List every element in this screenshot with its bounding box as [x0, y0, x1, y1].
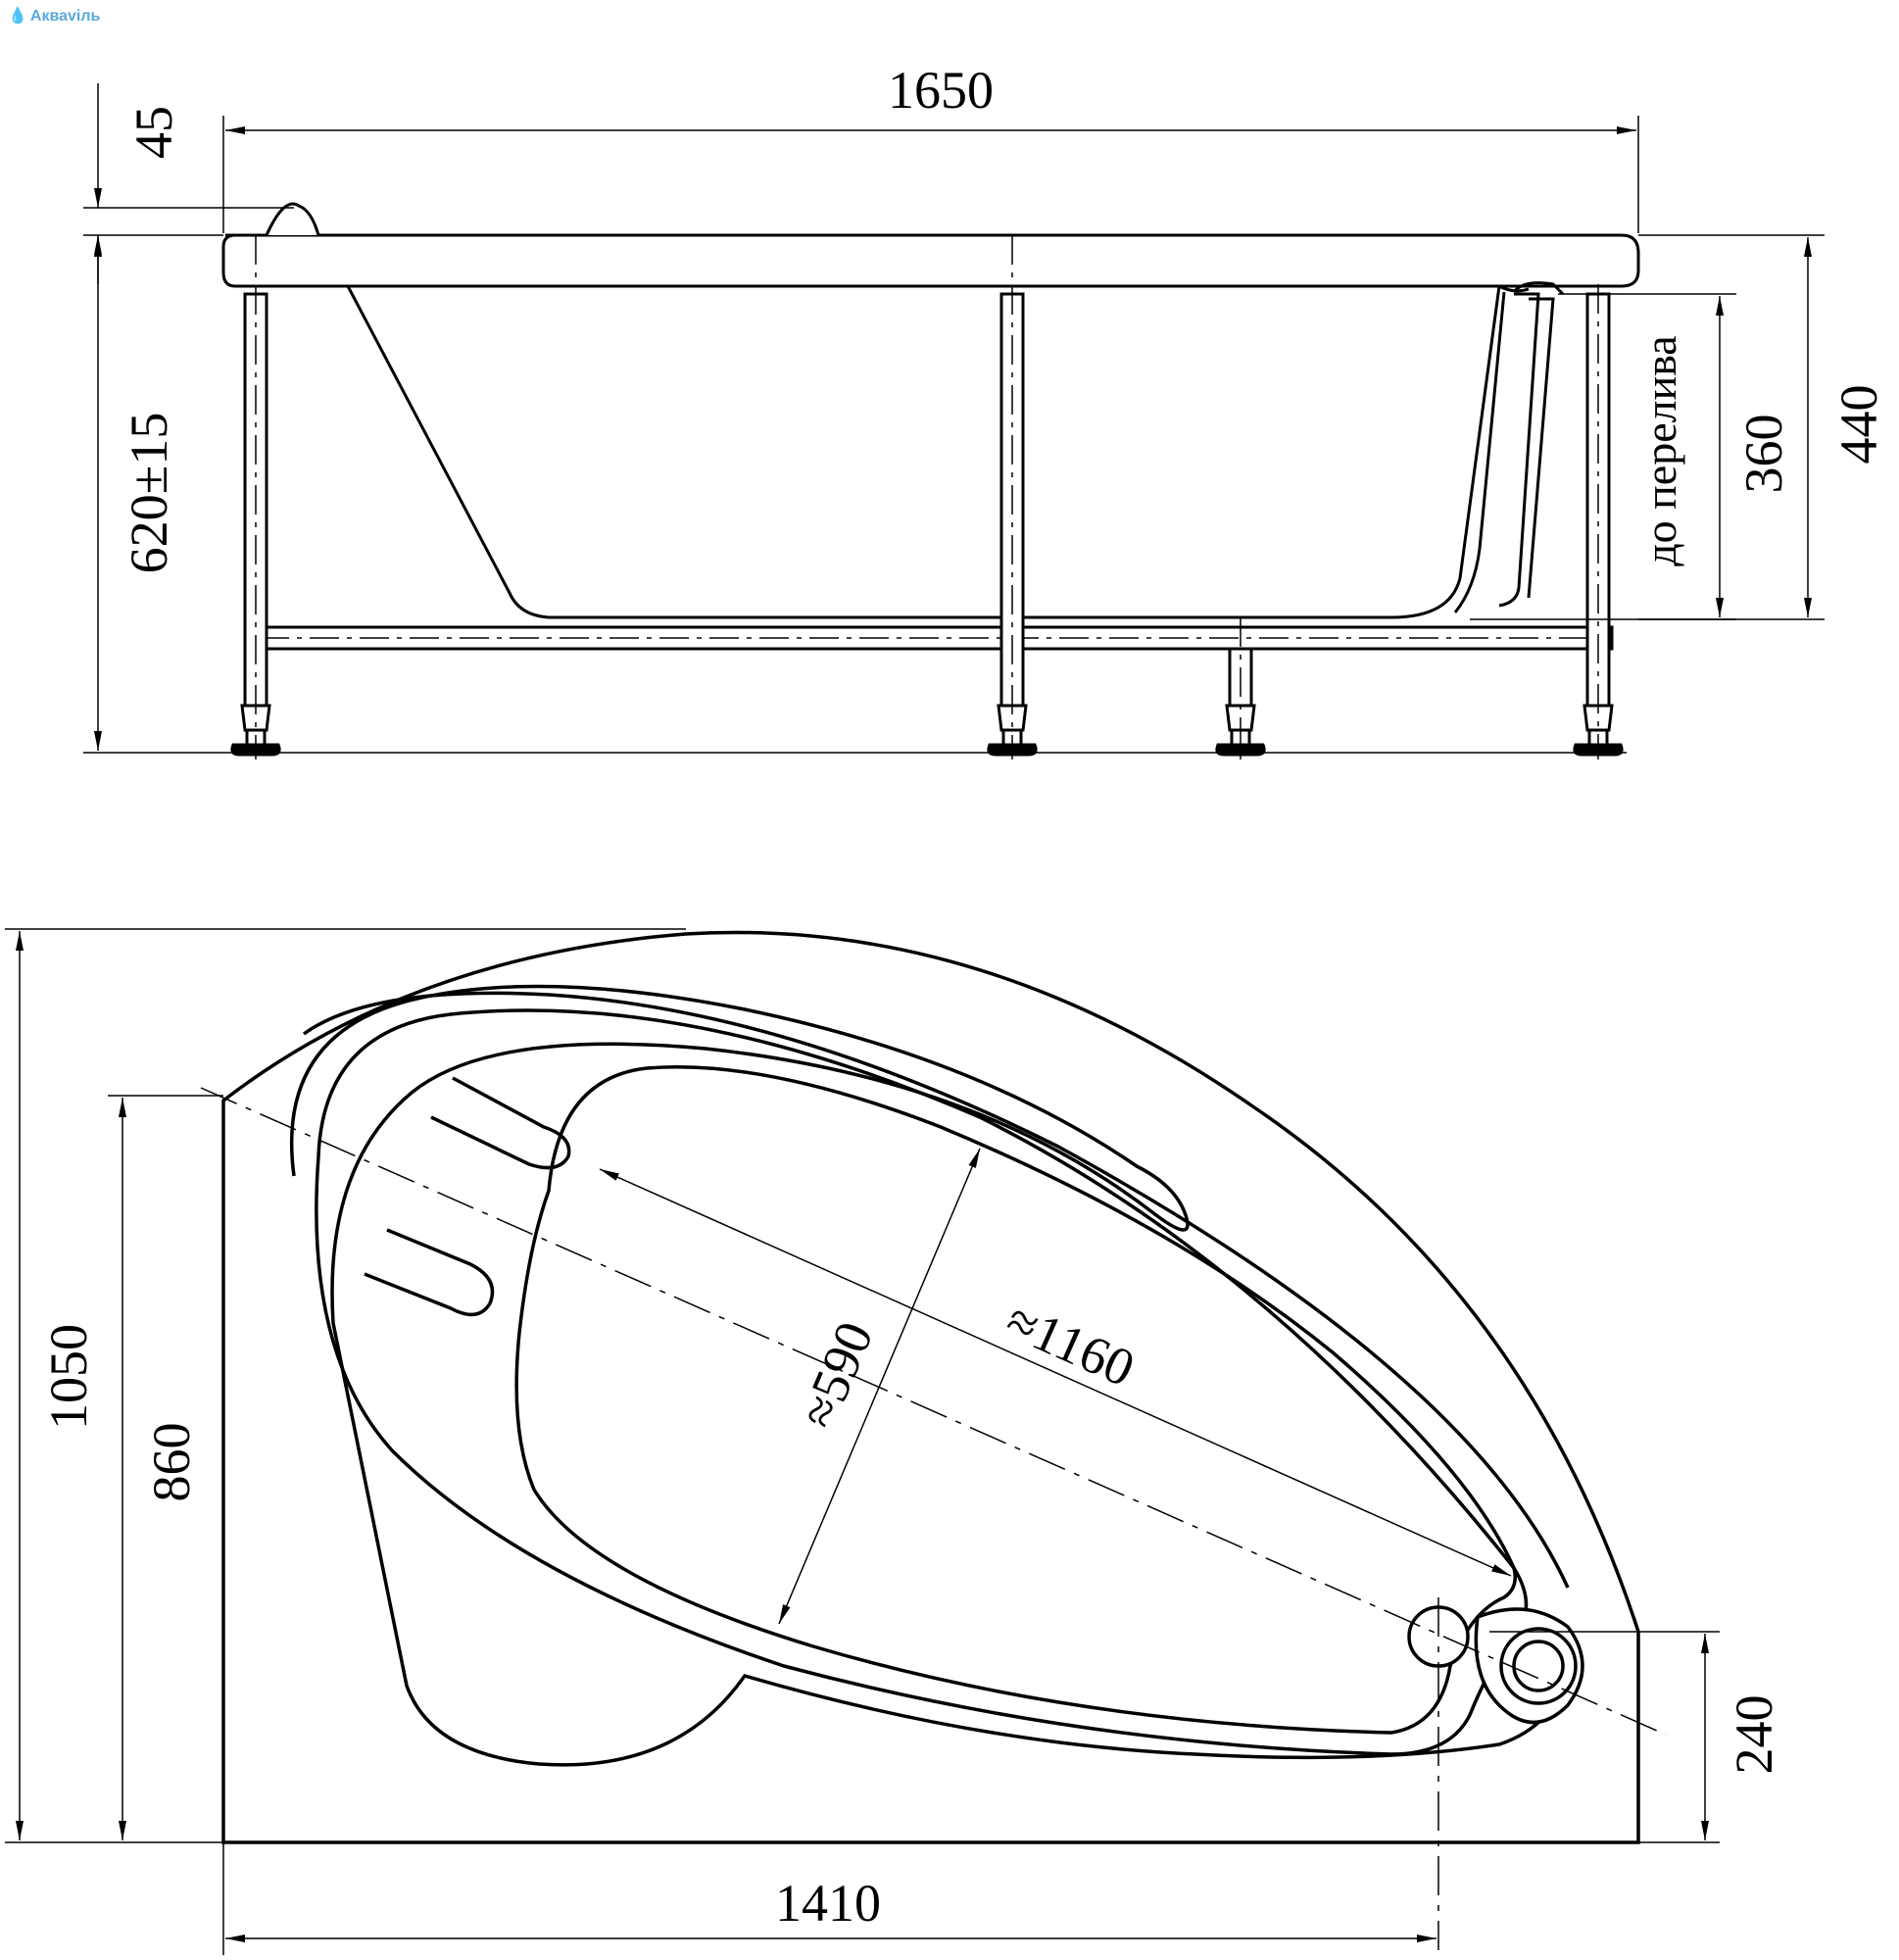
- bath-body: [346, 285, 1501, 619]
- label-overflow: до перелива: [1635, 335, 1685, 565]
- axis-centerline: [200, 1087, 1667, 1736]
- basin-inner: [514, 1065, 1517, 1735]
- shell: [289, 984, 1570, 1767]
- overflow-pipe-inner: [1527, 297, 1555, 599]
- side-view: [83, 202, 1640, 760]
- side-dimensions: [83, 83, 1825, 751]
- top-dimensions: [5, 928, 1720, 1955]
- overflow-inner-ring: [1512, 1640, 1565, 1692]
- label-1050: 1050: [39, 1324, 98, 1430]
- label-240: 240: [1725, 1695, 1783, 1775]
- legs: [230, 292, 1624, 757]
- top-view: [221, 930, 1640, 1844]
- label-440: 440: [1829, 385, 1888, 465]
- outer-contour: [221, 930, 1640, 1844]
- bath-side-panel: [1453, 291, 1506, 613]
- water-drop-icon: 💧: [8, 8, 27, 24]
- label-620: 620±15: [120, 413, 178, 574]
- overflow-cap: [1512, 281, 1565, 296]
- overflow-pipe-outer: [1498, 292, 1540, 608]
- label-45: 45: [124, 106, 183, 159]
- label-590: ≈590: [788, 1313, 884, 1436]
- dim-line-1160: [599, 1168, 1512, 1577]
- brand-name: Акваviль: [29, 8, 101, 24]
- bath-rim: [221, 233, 1640, 288]
- label-360: 360: [1734, 415, 1793, 494]
- label-1160: ≈1160: [998, 1291, 1143, 1398]
- headrest: [265, 202, 320, 236]
- armrest-slots: [364, 1076, 571, 1317]
- dim-line-590: [778, 1148, 981, 1625]
- dimension-labels: 1650 45 620±15 до перелива 360 440 1050 …: [39, 61, 1888, 1933]
- basin-outer: [315, 1008, 1529, 1756]
- label-860: 860: [142, 1423, 201, 1502]
- seat-area: [563, 1067, 980, 1274]
- brand-logo: 💧Акваviль: [8, 6, 100, 25]
- label-1410: 1410: [775, 1874, 881, 1933]
- label-1650: 1650: [888, 61, 994, 120]
